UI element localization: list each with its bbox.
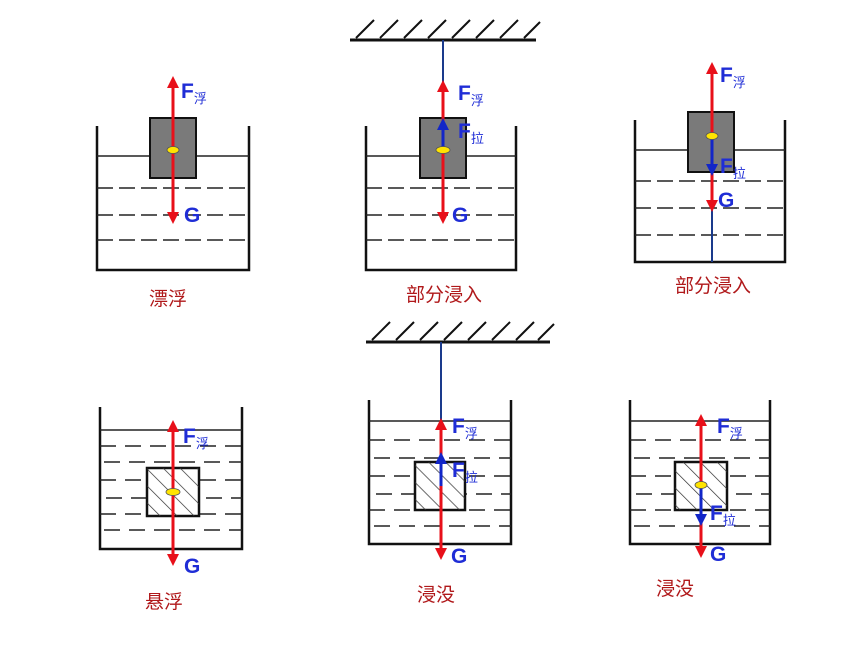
panel-caption: 悬浮 — [145, 591, 183, 613]
gravity-label: G — [452, 204, 468, 227]
gravity-label: G — [184, 204, 200, 227]
panel-caption: 浸没 — [417, 584, 455, 606]
ceiling-hatch — [371, 321, 555, 341]
center-point — [705, 132, 719, 140]
tension-label: F拉 — [458, 120, 484, 147]
center-point — [694, 481, 708, 489]
panel-caption: 浸没 — [656, 578, 694, 600]
gravity-label: G — [184, 555, 200, 578]
panel-partially-immersed-hanging: F浮 F拉 G 部分浸入 — [350, 19, 541, 306]
container — [364, 126, 518, 272]
panel-caption: 部分浸入 — [675, 275, 751, 297]
container — [95, 126, 251, 272]
water-lines — [630, 439, 770, 527]
tension-label: F拉 — [720, 155, 746, 182]
buoyancy-label: F浮 — [458, 82, 484, 109]
gravity-label: G — [451, 545, 467, 568]
ceiling-hatch — [355, 19, 541, 39]
buoyancy-label: F浮 — [183, 425, 209, 452]
gravity-label: G — [710, 543, 726, 566]
tension-label: F拉 — [452, 459, 478, 486]
buoyancy-label: F浮 — [452, 415, 478, 442]
panel-floating: F浮 G 漂浮 — [95, 76, 251, 310]
center-point — [166, 146, 180, 154]
container — [98, 407, 244, 551]
panel-submerged-hanging: F浮 F拉 G 浸没 — [366, 321, 555, 606]
gravity-label: G — [718, 189, 734, 212]
tension-label: F拉 — [710, 502, 736, 529]
water-lines — [100, 445, 242, 531]
panel-caption: 部分浸入 — [406, 284, 482, 306]
buoyancy-label: F浮 — [720, 64, 746, 91]
buoyancy-label: F浮 — [181, 80, 207, 107]
buoyancy-label: F浮 — [717, 415, 743, 442]
panel-caption: 漂浮 — [149, 288, 187, 310]
center-point — [435, 146, 451, 154]
panel-partially-immersed-tethered: F浮 F拉 G 部分浸入 — [633, 62, 787, 297]
panel-suspended: F浮 G 悬浮 — [98, 407, 244, 613]
water-lines — [369, 439, 511, 527]
center-point — [165, 488, 181, 496]
container — [633, 120, 787, 264]
panel-submerged-tethered: F浮 F拉 G 浸没 — [628, 400, 772, 600]
